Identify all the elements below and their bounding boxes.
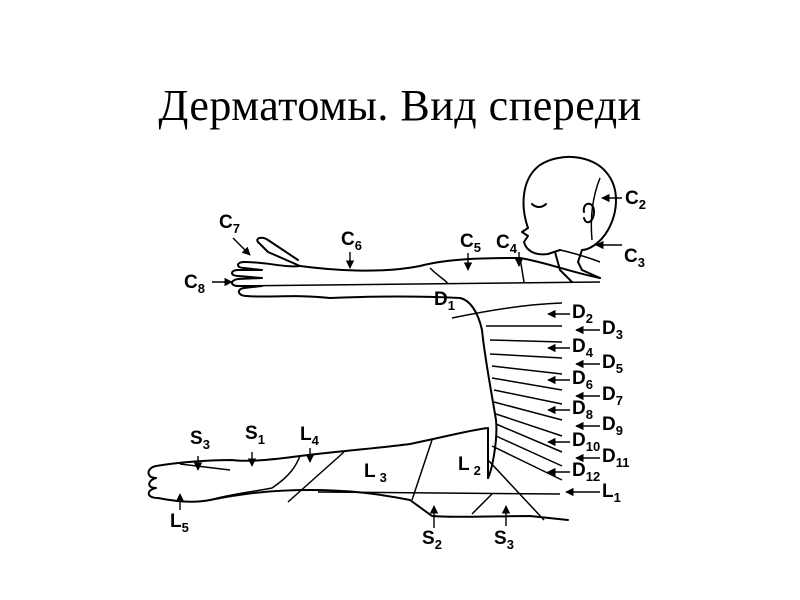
label-l1: L1 xyxy=(602,481,621,505)
label-c5: C5 xyxy=(460,231,481,255)
label-l5: L5 xyxy=(170,511,189,535)
leg-upper-outline xyxy=(147,427,489,479)
label-c8: C8 xyxy=(184,272,205,296)
dermatome-labels: C2 C3 C4 C5 C6 C7 C8 D1 D2 D3 D4 D5 D6 D… xyxy=(170,188,646,552)
label-d1: D1 xyxy=(434,289,455,313)
label-d7: D7 xyxy=(602,384,623,408)
label-d6: D6 xyxy=(572,368,593,392)
torso-side-outline xyxy=(481,329,498,479)
label-c3: C3 xyxy=(624,246,645,270)
label-l4: L4 xyxy=(300,424,320,448)
slide-title: Дерматомы. Вид спереди xyxy=(158,81,642,130)
label-s3-thigh: S3 xyxy=(494,528,514,552)
ear-outline xyxy=(582,202,595,224)
leg-lower-outline xyxy=(209,489,569,521)
label-d4: D4 xyxy=(572,336,594,360)
label-c4: C4 xyxy=(496,232,518,256)
label-s1: S1 xyxy=(245,423,265,447)
label-arrows xyxy=(175,193,622,528)
label-d8: D8 xyxy=(572,398,593,422)
body-outline xyxy=(147,155,617,521)
arm-lower-outline xyxy=(329,295,483,331)
label-d9: D9 xyxy=(602,414,623,438)
hand-outline xyxy=(231,261,331,299)
label-c6: C6 xyxy=(341,229,362,253)
dermatome-boundaries xyxy=(179,177,601,521)
neck-outline xyxy=(554,251,573,283)
label-d11: D11 xyxy=(602,446,629,470)
label-c7: C7 xyxy=(219,212,240,236)
label-d12: D12 xyxy=(572,460,600,484)
label-d10: D10 xyxy=(572,430,600,454)
head-outline xyxy=(521,155,617,279)
label-d5: D5 xyxy=(602,352,623,376)
label-d3: D3 xyxy=(602,318,623,342)
eye-outline xyxy=(531,203,547,208)
label-c2: C2 xyxy=(625,188,646,212)
label-s3-foot: S3 xyxy=(190,428,210,452)
arm-upper-outline xyxy=(256,236,601,279)
label-d2: D2 xyxy=(572,302,593,326)
label-s2: S2 xyxy=(422,528,442,552)
